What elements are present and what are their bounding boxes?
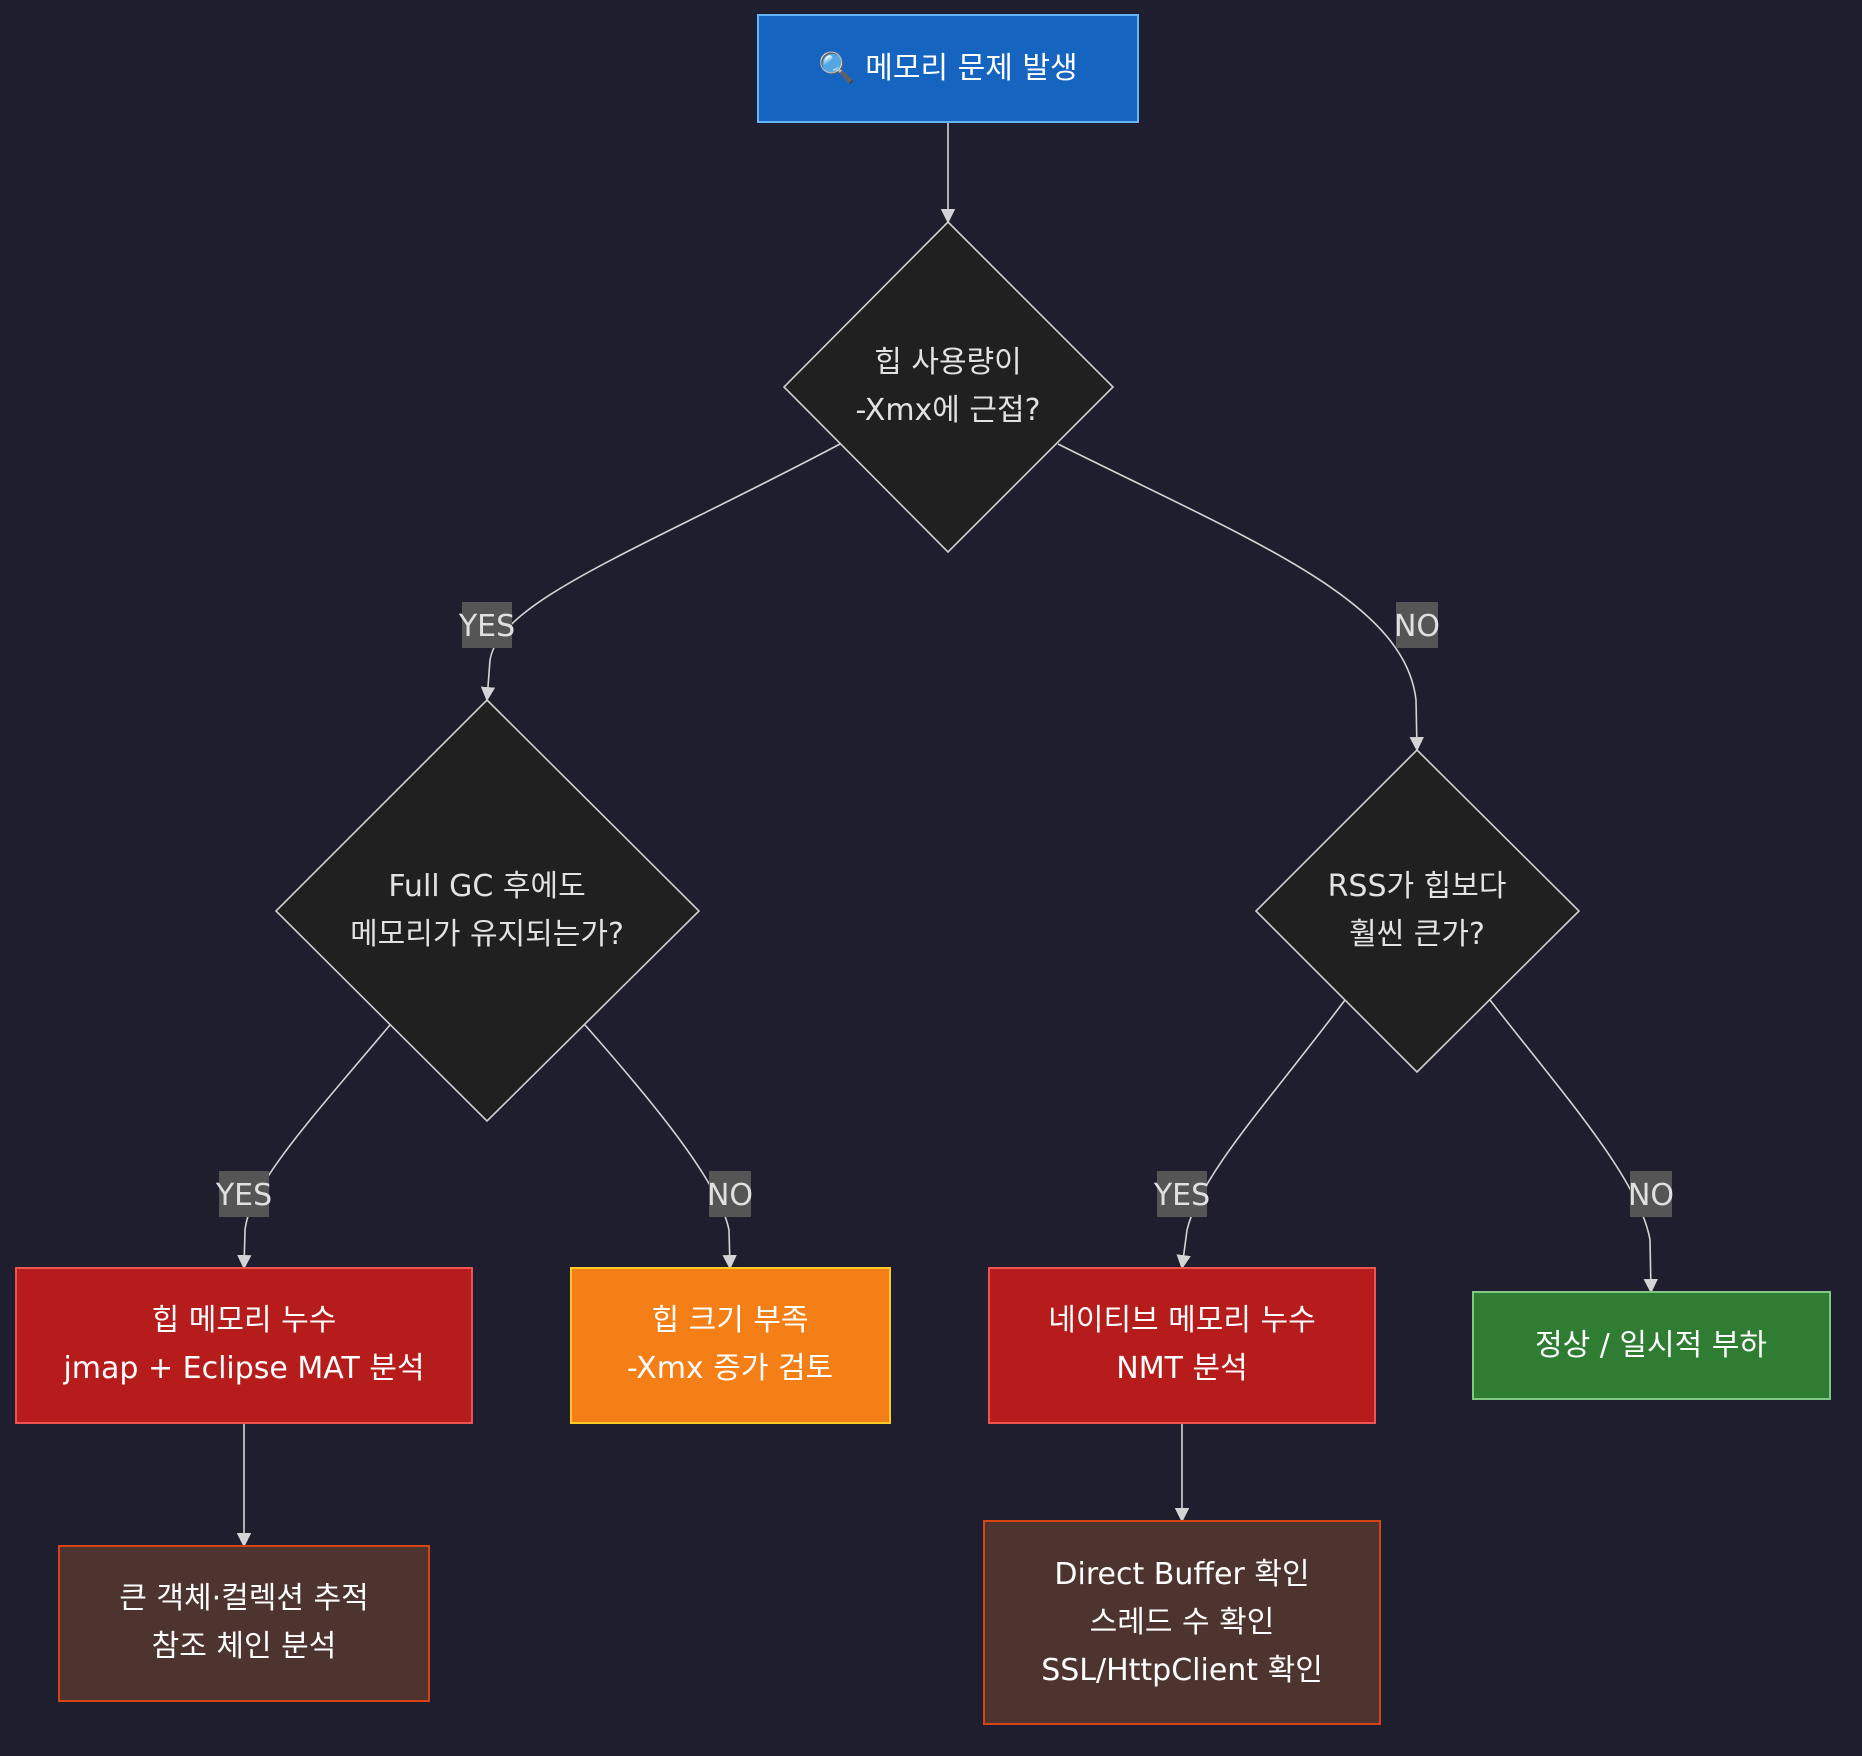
decision-rss-line-2: 훨씬 큰가? bbox=[1349, 917, 1485, 952]
edge-label-heap-no: NO bbox=[1394, 602, 1440, 648]
nodes: 🔍 메모리 문제 발생 힙 사용량이 -Xmx에 근접? Full GC 후에도… bbox=[15, 14, 1831, 1725]
decision-heap-line-1: 힙 사용량이 bbox=[874, 345, 1022, 380]
node-native-leak: 네이티브 메모리 누수 NMT 분석 bbox=[988, 1267, 1376, 1424]
decision-fullgc-line-2: 메모리가 유지되는가? bbox=[350, 917, 624, 952]
node-heap-leak-line-1: 힙 메모리 누수 bbox=[152, 1303, 337, 1338]
node-check-line-3: SSL/HttpClient 확인 bbox=[1041, 1653, 1323, 1688]
edge-label-text: YES bbox=[1153, 1178, 1210, 1213]
edge-rss-no bbox=[1489, 999, 1658, 1294]
edge-label-text: NO bbox=[707, 1178, 753, 1213]
node-native-leak-line-1: 네이티브 메모리 누수 bbox=[1048, 1303, 1315, 1338]
edge-rss-yes bbox=[1176, 999, 1346, 1270]
node-track-line-1: 큰 객체·컬렉션 추적 bbox=[119, 1581, 368, 1616]
node-check-native: Direct Buffer 확인 스레드 수 확인 SSL/HttpClient… bbox=[983, 1520, 1381, 1725]
node-track-line-2: 참조 체인 분석 bbox=[152, 1629, 337, 1664]
node-start: 🔍 메모리 문제 발생 bbox=[757, 14, 1139, 123]
node-normal-label: 정상 / 일시적 부하 bbox=[1535, 1328, 1767, 1363]
node-heap-leak: 힙 메모리 누수 jmap + Eclipse MAT 분석 bbox=[15, 1267, 473, 1424]
node-check-line-1: Direct Buffer 확인 bbox=[1054, 1557, 1309, 1592]
node-track-objects: 큰 객체·컬렉션 추적 참조 체인 분석 bbox=[58, 1545, 430, 1702]
node-start-label: 🔍 메모리 문제 발생 bbox=[818, 48, 1077, 86]
node-heap-small: 힙 크기 부족 -Xmx 증가 검토 bbox=[570, 1267, 891, 1424]
edge-heap-yes bbox=[480, 443, 841, 702]
node-check-line-2: 스레드 수 확인 bbox=[1090, 1605, 1275, 1640]
edge-label-fullgc-yes: YES bbox=[215, 1171, 272, 1217]
edge-label-text: NO bbox=[1628, 1178, 1674, 1213]
edge-label-rss-no: NO bbox=[1628, 1171, 1674, 1217]
node-heap-small-line-1: 힙 크기 부족 bbox=[651, 1303, 808, 1338]
edge-heap-no bbox=[1057, 443, 1424, 752]
decision-rss-larger: RSS가 힙보다 훨씬 큰가? bbox=[1254, 748, 1581, 1074]
edge-label-text: YES bbox=[215, 1178, 272, 1213]
node-heap-small-line-2: -Xmx 증가 검토 bbox=[627, 1351, 833, 1386]
decision-fullgc-line-1: Full GC 후에도 bbox=[388, 869, 585, 904]
edge-label-text: NO bbox=[1394, 609, 1440, 644]
edge-labels: YES NO YES NO YES NO bbox=[215, 602, 1674, 1217]
decision-fullgc-retained: Full GC 후에도 메모리가 유지되는가? bbox=[274, 698, 701, 1123]
decision-heap-near-xmx: 힙 사용량이 -Xmx에 근접? bbox=[782, 220, 1115, 554]
node-normal: 정상 / 일시적 부하 bbox=[1472, 1291, 1831, 1400]
edge-label-fullgc-no: NO bbox=[707, 1171, 753, 1217]
edges bbox=[236, 123, 1658, 1548]
decision-rss-line-1: RSS가 힙보다 bbox=[1328, 869, 1507, 904]
node-heap-leak-line-2: jmap + Eclipse MAT 분석 bbox=[62, 1351, 424, 1386]
edge-label-text: YES bbox=[458, 609, 515, 644]
node-native-leak-line-2: NMT 분석 bbox=[1116, 1351, 1247, 1386]
edge-fullgc-no bbox=[584, 1024, 737, 1270]
decision-heap-line-2: -Xmx에 근접? bbox=[855, 393, 1040, 428]
edge-fullgc-yes bbox=[237, 1024, 391, 1270]
edge-label-heap-yes: YES bbox=[458, 602, 515, 648]
edge-label-rss-yes: YES bbox=[1153, 1171, 1210, 1217]
